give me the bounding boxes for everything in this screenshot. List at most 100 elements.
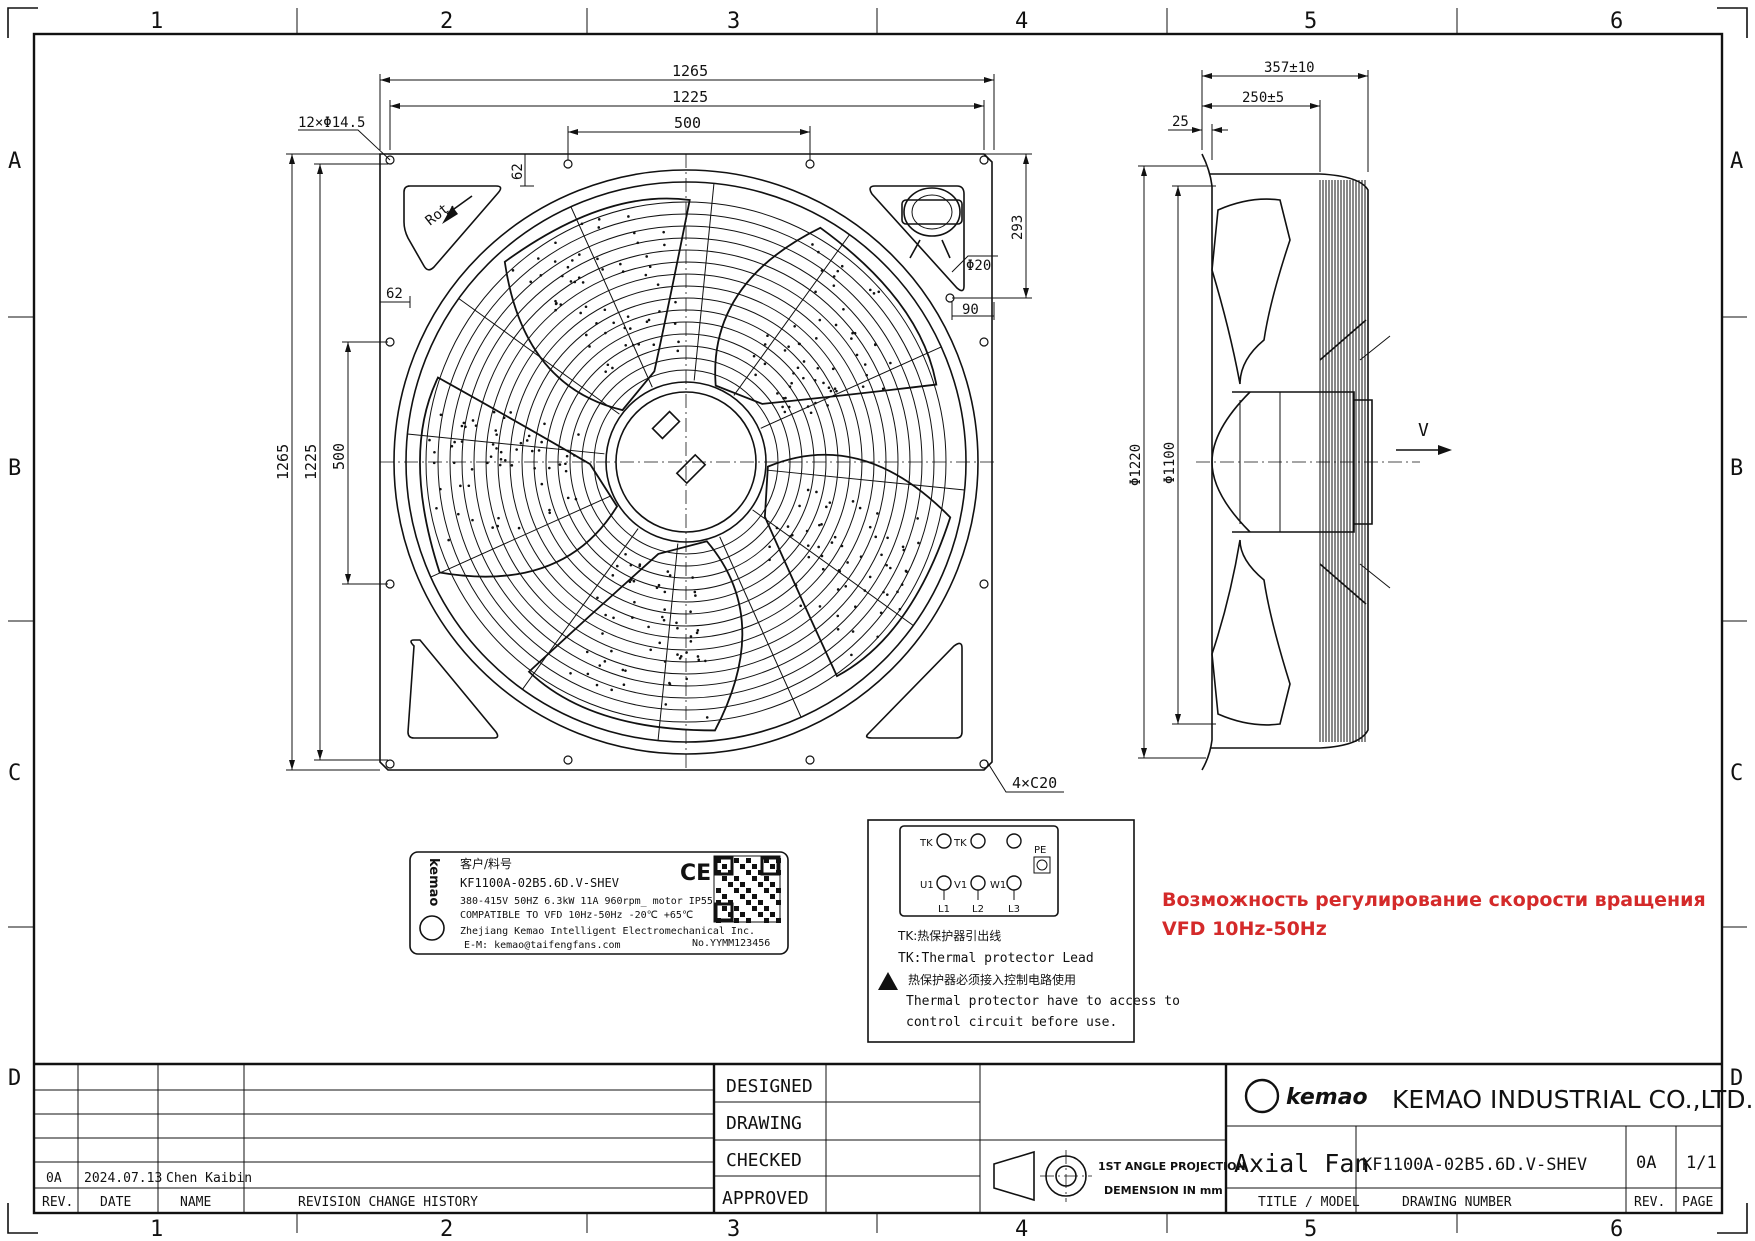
blade-perforation xyxy=(851,332,854,335)
blade-perforation xyxy=(841,545,844,548)
qr-module xyxy=(734,906,739,911)
blade-perforation xyxy=(564,462,567,465)
blade-perforation xyxy=(689,610,692,613)
mounting-hole xyxy=(980,156,988,164)
guard-spoke xyxy=(407,434,604,454)
blade-perforation xyxy=(598,218,601,221)
blade-perforation xyxy=(896,591,899,594)
blade-perforation xyxy=(886,593,889,596)
nameplate-customer: 客户/料号 xyxy=(460,856,512,871)
blade-perforation xyxy=(844,585,847,588)
blade-perforation xyxy=(821,555,824,558)
blade-perforation xyxy=(836,270,839,273)
blade-perforation xyxy=(835,324,838,327)
blade-perforation xyxy=(658,642,661,645)
blade-perforation xyxy=(691,576,694,579)
blade-perforation xyxy=(706,716,709,719)
blade-perforation xyxy=(630,564,633,567)
blade-perforation xyxy=(676,653,679,656)
title-block: 0A 2024.07.13 Chen Kaibin REV. DATE NAME… xyxy=(34,1064,1754,1213)
dim-holes-callout: 12×Φ14.5 xyxy=(298,115,365,131)
note-line-1: Возможность регулирование скорости враще… xyxy=(1162,889,1706,911)
blade-perforation xyxy=(629,580,632,583)
blade-perforation xyxy=(472,419,475,422)
blade-perforation xyxy=(850,337,853,340)
blade-perforation xyxy=(833,284,836,287)
blade-perforation xyxy=(810,411,813,414)
blade-perforation xyxy=(528,435,531,438)
blade-perforation xyxy=(579,312,582,315)
blade-perforation xyxy=(916,517,919,520)
blade-perforation xyxy=(433,451,436,454)
warn-en-1: Thermal protector have to access to xyxy=(906,994,1180,1009)
blade-perforation xyxy=(846,561,849,564)
blade-perforation xyxy=(789,385,792,388)
dim-corner-left: 62 xyxy=(386,286,403,302)
blade-perforation xyxy=(573,454,576,457)
blade-perforation xyxy=(622,270,625,273)
blade-perforation xyxy=(902,549,905,552)
line-label: L3 xyxy=(1008,904,1020,915)
blade-perforation xyxy=(515,448,518,451)
qr-module xyxy=(770,864,775,869)
blade-perforation xyxy=(679,657,682,660)
terminal-top xyxy=(971,834,985,848)
qr-module xyxy=(716,888,721,893)
blade-perforation xyxy=(612,616,615,619)
blade-perforation xyxy=(638,565,641,568)
dim-outer-height: 1265 xyxy=(274,444,292,480)
blade-perforation xyxy=(859,507,862,510)
nameplate-specs: 380-415V 50HZ 6.3kW 11A 960rpm_ motor IP… xyxy=(460,896,713,907)
blade-perforation xyxy=(766,334,769,337)
blade-perforation xyxy=(675,621,678,624)
blade-perforation xyxy=(807,556,810,559)
blade-perforation xyxy=(648,319,651,322)
blade-perforation xyxy=(585,334,588,337)
blade-perforation xyxy=(578,276,581,279)
blade-perforation xyxy=(819,605,822,608)
blade-perforation xyxy=(876,512,879,515)
blade-perforation xyxy=(537,257,540,260)
blade-perforation xyxy=(885,564,888,567)
qr-module xyxy=(722,906,727,911)
qr-module xyxy=(746,870,751,875)
qr-module xyxy=(752,864,757,869)
guard-spoke xyxy=(522,529,638,690)
qr-module xyxy=(722,876,727,881)
dim-flange: 25 xyxy=(1172,114,1189,130)
col-label-bottom: 2 xyxy=(440,1217,453,1241)
blade-perforation xyxy=(656,586,659,589)
blade-perforation xyxy=(533,467,536,470)
blade-perforation xyxy=(864,363,867,366)
terminal-top-label: TK xyxy=(953,838,967,849)
blade-perforation xyxy=(493,411,496,414)
line-label: L2 xyxy=(972,904,984,915)
blade-perforation xyxy=(764,363,767,366)
blade-perforation xyxy=(492,443,495,446)
blade-perforation xyxy=(633,232,636,235)
dim-outer-width: 1265 xyxy=(672,62,708,80)
blade-perforation xyxy=(856,354,859,357)
blade-perforation xyxy=(612,574,615,577)
label-title-model: TITLE / MODEL xyxy=(1258,1195,1360,1210)
corner-triangle xyxy=(867,643,962,738)
blade-perforation xyxy=(565,470,568,473)
blade-perforation xyxy=(494,429,497,432)
label-rev: REV. xyxy=(1634,1195,1665,1210)
blade-perforation xyxy=(596,684,599,687)
blade-perforation xyxy=(833,275,836,278)
blade-perforation xyxy=(787,525,790,528)
drawing-page: 1/1 xyxy=(1686,1153,1717,1173)
corner-triangle xyxy=(408,640,498,738)
blade-perforation xyxy=(464,425,467,428)
blade-perforation xyxy=(828,386,831,389)
rev-row-rev: 0A xyxy=(46,1171,62,1186)
blade-perforation xyxy=(690,640,693,643)
blade-perforation xyxy=(657,283,660,286)
blade-perforation xyxy=(457,513,460,516)
blade-perforation xyxy=(624,344,627,347)
blade-perforation xyxy=(500,451,503,454)
blade-perforation xyxy=(880,612,883,615)
blade-perforation xyxy=(439,488,442,491)
blade-perforation xyxy=(461,440,464,443)
